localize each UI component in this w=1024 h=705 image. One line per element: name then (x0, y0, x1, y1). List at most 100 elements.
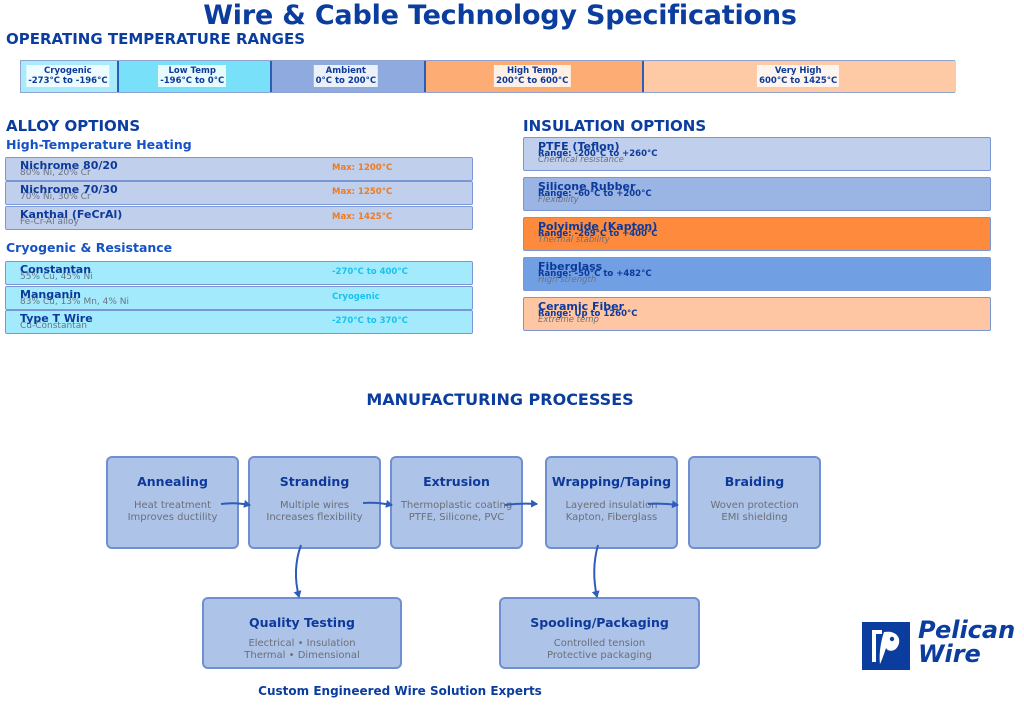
logo-line-1: Pelican (918, 616, 1016, 644)
process-detail: Layered insulation (565, 500, 658, 511)
alloy-name: Nichrome 80/20 (20, 159, 118, 172)
temp-label-range: 0°C to 200°C (315, 76, 377, 86)
alloy-group-title: High-Temperature Heating (6, 137, 192, 152)
process-detail: Kapton, Fiberglass (565, 512, 658, 523)
insulation-name: Silicone Rubber (538, 180, 636, 193)
alloy-card: 70% Ni, 30% Cr Nichrome 70/30 Max: 1250°… (5, 181, 473, 205)
alloy-composition: Cu-Constantan (20, 321, 87, 331)
insulation-card: Thermal stability Polyimide (Kapton) Ran… (523, 217, 991, 251)
temp-label-range: -273°C to -196°C (28, 76, 108, 86)
insulation-name: Ceramic Fiber (538, 300, 625, 313)
process-title: Annealing (137, 474, 208, 489)
alloy-composition: 55% Cu, 45% Ni (20, 272, 93, 282)
insulation-property: High strength (538, 275, 597, 285)
process-detail: EMI shielding (721, 512, 788, 523)
process-detail: Improves ductility (127, 512, 218, 523)
process-title: Stranding (279, 474, 350, 489)
tagline: Custom Engineered Wire Solution Experts (258, 684, 542, 698)
alloy-rating: Max: 1425°C (332, 212, 393, 222)
insulation-property: Thermal stability (538, 235, 610, 245)
temp-label-name: Cryogenic (44, 66, 92, 76)
alloy-rating: Max: 1250°C (332, 187, 393, 197)
alloy-card: 83% Cu, 13% Mn, 4% Ni Manganin Cryogenic (5, 286, 473, 310)
insulation-heading: INSULATION OPTIONS (523, 117, 707, 135)
alloy-card: Fe-Cr-Al alloy Kanthal (FeCrAl) Max: 142… (5, 206, 473, 230)
alloy-composition: Fe-Cr-Al alloy (20, 217, 79, 227)
insulation-property: Extreme temp (538, 315, 599, 325)
alloy-composition: 80% Ni, 20% Cr (20, 168, 91, 178)
insulation-card: Extreme temp Ceramic Fiber Range: Up to … (523, 297, 991, 331)
process-detail: Thermoplastic coating (400, 500, 513, 511)
alloy-rating: Cryogenic (332, 292, 380, 302)
insulation-range: Range: -50°C to +482°C (538, 269, 652, 279)
arrow-stranding-to-quality (293, 544, 302, 598)
process-title: Spooling/Packaging (530, 615, 669, 630)
temperature-heading: OPERATING TEMPERATURE RANGES (6, 30, 306, 48)
process-title: Quality Testing (249, 615, 355, 630)
temp-label-range: 200°C to 600°C (496, 76, 569, 86)
process-detail: Increases flexibility (266, 512, 363, 523)
alloy-card: 80% Ni, 20% Cr Nichrome 80/20 Max: 1200°… (5, 157, 473, 181)
insulation-name: Fiberglass (538, 260, 603, 273)
process-detail: PTFE, Silicone, PVC (408, 512, 505, 523)
insulation-property: Chemical resistance (538, 155, 624, 165)
alloy-rating: -270°C to 400°C (332, 267, 408, 277)
alloy-name: Nichrome 70/30 (20, 183, 118, 196)
temp-label-range: -196°C to 0°C (160, 76, 225, 86)
alloy-name: Kanthal (FeCrAl) (20, 208, 123, 221)
insulation-range: Range: -269°C to +400°C (538, 229, 658, 239)
alloy-rating: Max: 1200°C (332, 163, 393, 173)
alloy-name: Type T Wire (20, 312, 93, 325)
alloy-composition: 83% Cu, 13% Mn, 4% Ni (20, 297, 130, 307)
process-detail: Electrical • Insulation (248, 638, 356, 649)
insulation-range: Range: -200°C to +260°C (538, 149, 658, 159)
temp-label-name: Very High (774, 66, 822, 76)
insulation-card: High strength Fiberglass Range: -50°C to… (523, 257, 991, 291)
process-detail: Multiple wires (279, 500, 350, 511)
alloy-group-title: Cryogenic & Resistance (6, 240, 173, 255)
temperature-labels: Cryogenic-273°C to -196°C Low Temp-196°C… (20, 60, 955, 93)
page-title: Wire & Cable Technology Specifications (203, 0, 797, 31)
insulation-name: PTFE (Teflon) (538, 140, 620, 153)
process-title: Extrusion (423, 474, 490, 489)
process-detail: Thermal • Dimensional (244, 650, 360, 661)
alloy-name: Constantan (20, 263, 92, 276)
alloy-composition: 70% Ni, 30% Cr (20, 192, 91, 202)
logo-line-2: Wire (918, 640, 981, 668)
process-title: Wrapping/Taping (551, 474, 672, 489)
temp-label: Cryogenic-273°C to -196°C (26, 65, 110, 87)
insulation-card: Flexibility Silicone Rubber Range: -60°C… (523, 177, 991, 211)
alloy-card: 55% Cu, 45% Ni Constantan -270°C to 400°… (5, 261, 473, 285)
temp-label-name: High Temp (506, 66, 558, 76)
temp-label-name: Low Temp (168, 66, 216, 76)
process-title: Braiding (724, 474, 785, 489)
insulation-range: Range: Up to 1260°C (538, 309, 638, 319)
temp-label-name: Ambient (325, 66, 366, 76)
alloy-rating: -270°C to 370°C (332, 316, 408, 326)
insulation-property: Flexibility (538, 195, 579, 205)
temp-label-range: 600°C to 1425°C (759, 76, 838, 86)
alloy-name: Manganin (20, 288, 81, 301)
process-detail: Heat treatment (133, 500, 212, 511)
pelican-icon (862, 622, 910, 670)
insulation-name: Polyimide (Kapton) (538, 220, 658, 233)
insulation-card: Chemical resistance PTFE (Teflon) Range:… (523, 137, 991, 171)
arrow-wrapping-to-spooling (591, 544, 600, 598)
temp-label: Low Temp-196°C to 0°C (158, 65, 227, 87)
alloy-heading: ALLOY OPTIONS (6, 117, 141, 135)
process-detail: Controlled tension (553, 638, 646, 649)
alloy-card: Cu-Constantan Type T Wire -270°C to 370°… (5, 310, 473, 334)
insulation-range: Range: -60°C to +200°C (538, 189, 652, 199)
process-detail: Woven protection (710, 500, 799, 511)
